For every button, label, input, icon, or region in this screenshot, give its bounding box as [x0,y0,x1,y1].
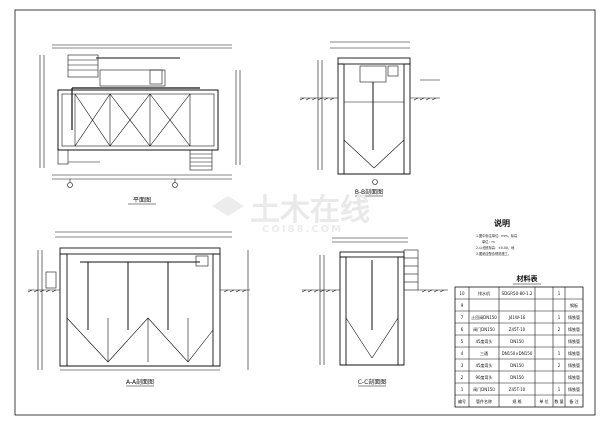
notes-line: 1.图中标注单位：mm，标高 [476,233,517,238]
table-cell: 止回阀DN150 [471,314,497,320]
table-cell: 铸铁管 [568,314,580,320]
table-cell: 阀门DN150 [473,386,495,392]
table-cell: 10 [459,291,465,296]
table-cell: 2 [558,363,561,368]
table-cell: 1 [558,351,561,356]
table-cell: 9 [461,303,464,308]
notes-title: 说明 [494,218,510,228]
table-cell: DN150 [510,363,524,368]
table-header-cell: 编号 [458,398,466,404]
table-cell: 1 [558,315,561,320]
section-cc-view: C-C剖面图 [301,237,448,387]
table-header-cell: 规 格 [512,398,521,404]
table-cell: 2 [558,327,561,332]
table-cell: 45度弯头 [475,338,492,344]
notes-block: 说明 1.图中标注单位：mm，标高 单位：m 2.以池底标高：±0.00，地 3… [476,218,517,256]
table-cell: SDGR50-80-1.2 [502,291,533,296]
section-bb-view: B-B剖面图 [299,41,440,197]
table-cell: 铸铁管 [568,374,580,380]
table-cell: 90度弯头 [475,374,492,380]
plan-view: 平面图 [39,44,241,205]
table-cell: 3 [461,363,464,368]
table-header-cell: 备 注 [569,398,578,404]
table-cell: 阀门DN150 [473,326,495,332]
table-cell: 1 [461,387,464,392]
table-cell: 铸铁管 [568,338,580,344]
table-cell: Z45T-10 [509,387,526,392]
table-header-cell: 数 量 [554,398,563,404]
table-cell: DN150 [510,375,524,380]
section-aa-caption: A-A剖面图 [126,378,154,386]
table-cell: 1 [558,291,561,296]
table-header-cell: 单 位 [539,398,548,404]
table-cell: 铸铁管 [568,350,580,356]
table-cell: 6 [461,327,464,332]
table-cell: 铸铁管 [568,362,580,368]
notes-line: 2.以池底标高：±0.00，地 [476,245,515,250]
sheet-border [14,9,596,416]
materials-title: 材料表 [516,274,539,283]
section-cc-caption: C-C剖面图 [358,378,387,386]
notes-line: 单位：m [482,239,495,244]
table-header-cell: 管件名称 [476,398,492,404]
table-cell: 铸铁管 [568,326,580,332]
materials-table: 材料表 10 排水机 SDGR50-80-1.2 1 9 钢板 7 止回阀DN150 J41W-… [454,274,584,408]
table-cell: 2 [461,375,464,380]
section-aa-view: A-A剖面图 [27,231,250,387]
section-bb-caption: B-B剖面图 [355,188,383,196]
table-cell: 钢板 [570,302,578,308]
watermark-en: COI88.COM [262,224,343,235]
table-cell: 铸铁管 [568,386,580,392]
table-cell: Z45T-10 [509,327,526,332]
table-cell: 7 [461,315,464,320]
plan-view-caption: 平面图 [133,197,151,204]
table-cell: DN150×DN150 [502,351,533,356]
table-cell: 三通 [480,350,488,356]
watermark-cn: 土木在线 [250,193,370,228]
table-cell: DN150 [510,339,524,344]
table-cell: J41W-16 [508,315,526,320]
table-cell: 1 [558,387,561,392]
notes-line: 3.图纸应配合规范施工。 [476,251,511,256]
table-cell: 45度弯头 [475,362,492,368]
table-cell: 5 [461,339,464,344]
table-cell: 4 [461,351,464,356]
watermark-logo: 土木在线 COI88.COM [212,193,370,235]
table-cell: 排水机 [478,290,490,296]
